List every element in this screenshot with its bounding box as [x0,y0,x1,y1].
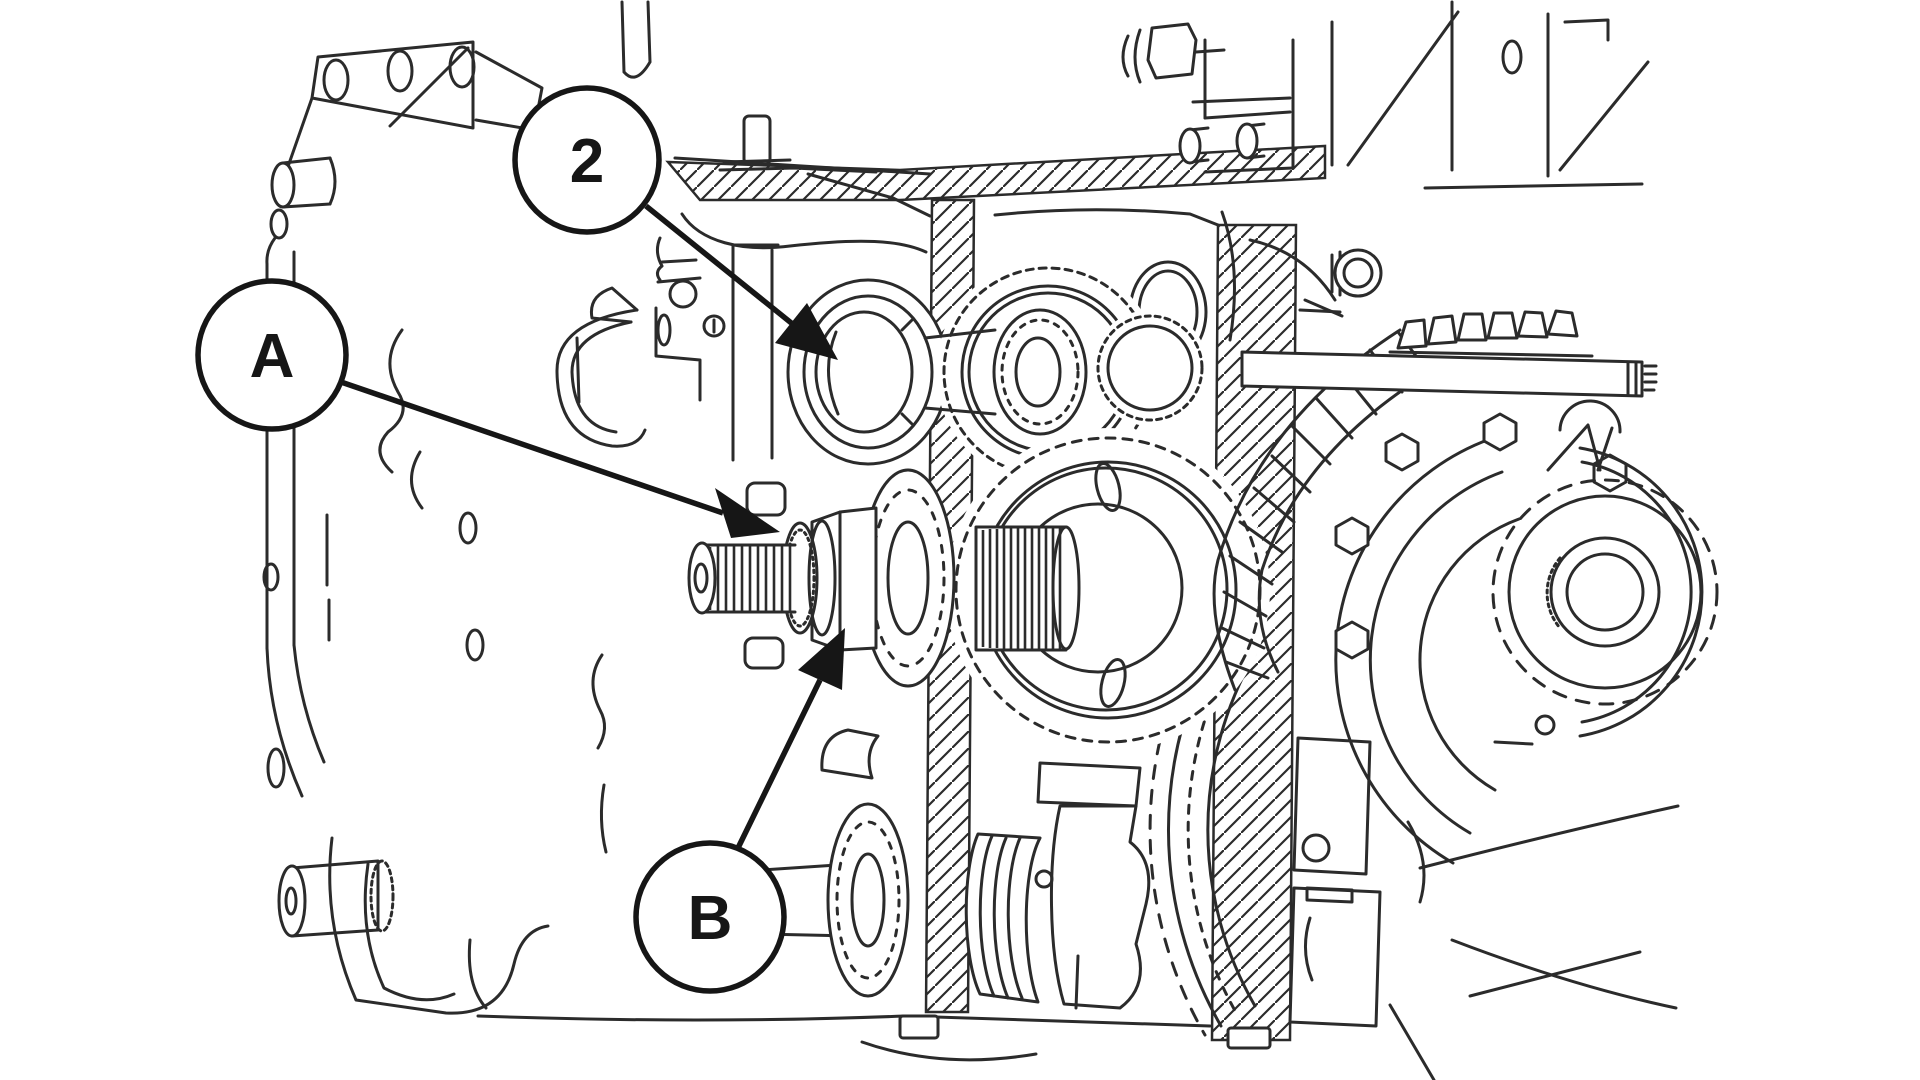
lower-shaft-bearing [750,728,910,998]
callout-2: 2 [512,85,838,360]
callout-2-circle [512,85,662,235]
differential [1212,328,1719,865]
callout-B-arrowhead [798,628,845,690]
input-shaft-assembly [687,468,956,688]
callout-B: B [633,628,845,994]
callout-A-circle [195,278,349,432]
snap-ring [555,286,647,448]
callout-2-arrowhead [775,303,838,360]
bottom-collar-yoke [964,761,1151,1010]
callout-B-label: B [688,884,733,953]
callout-A-label: A [250,322,295,391]
bottom-case [476,804,1680,1080]
callout-B-circle [633,840,787,994]
top-frame [673,0,1650,190]
pinion-rod [1220,210,1658,398]
callout-A: A [195,278,780,538]
upper-gear-cluster [923,260,1208,484]
callout-A-arrowhead [715,488,780,538]
callout-2-label: 2 [570,127,604,196]
seal-bore [786,278,950,466]
detent-bracket [654,236,780,462]
center-main-gear [946,428,1270,752]
